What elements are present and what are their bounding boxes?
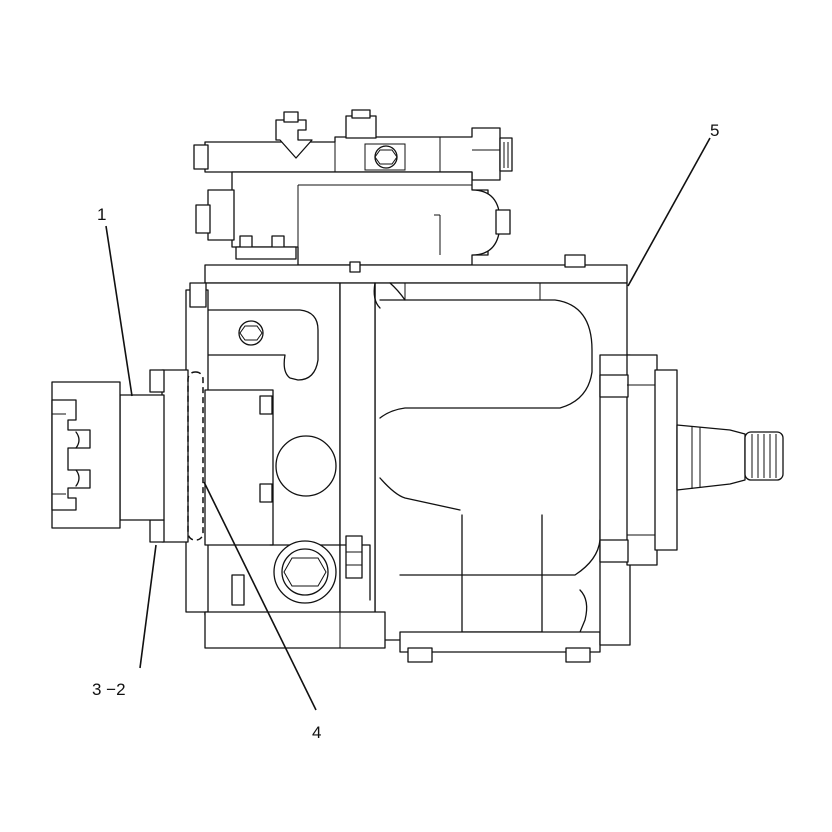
- leader-5: [627, 137, 711, 287]
- callout-4: 4: [312, 723, 321, 742]
- gasket-part-4: [187, 371, 204, 541]
- leader-lines: [105, 137, 711, 711]
- leader-1: [105, 225, 133, 397]
- pump-housing: [185, 254, 784, 663]
- input-coupling-assembly: [51, 369, 189, 543]
- control-valve-assembly: [193, 109, 513, 266]
- leader-3-2: [139, 544, 157, 669]
- callout-5: 5: [710, 121, 719, 140]
- callout-3-2: 3 −2: [92, 680, 126, 699]
- callout-1: 1: [97, 205, 106, 224]
- leader-4: [203, 481, 317, 711]
